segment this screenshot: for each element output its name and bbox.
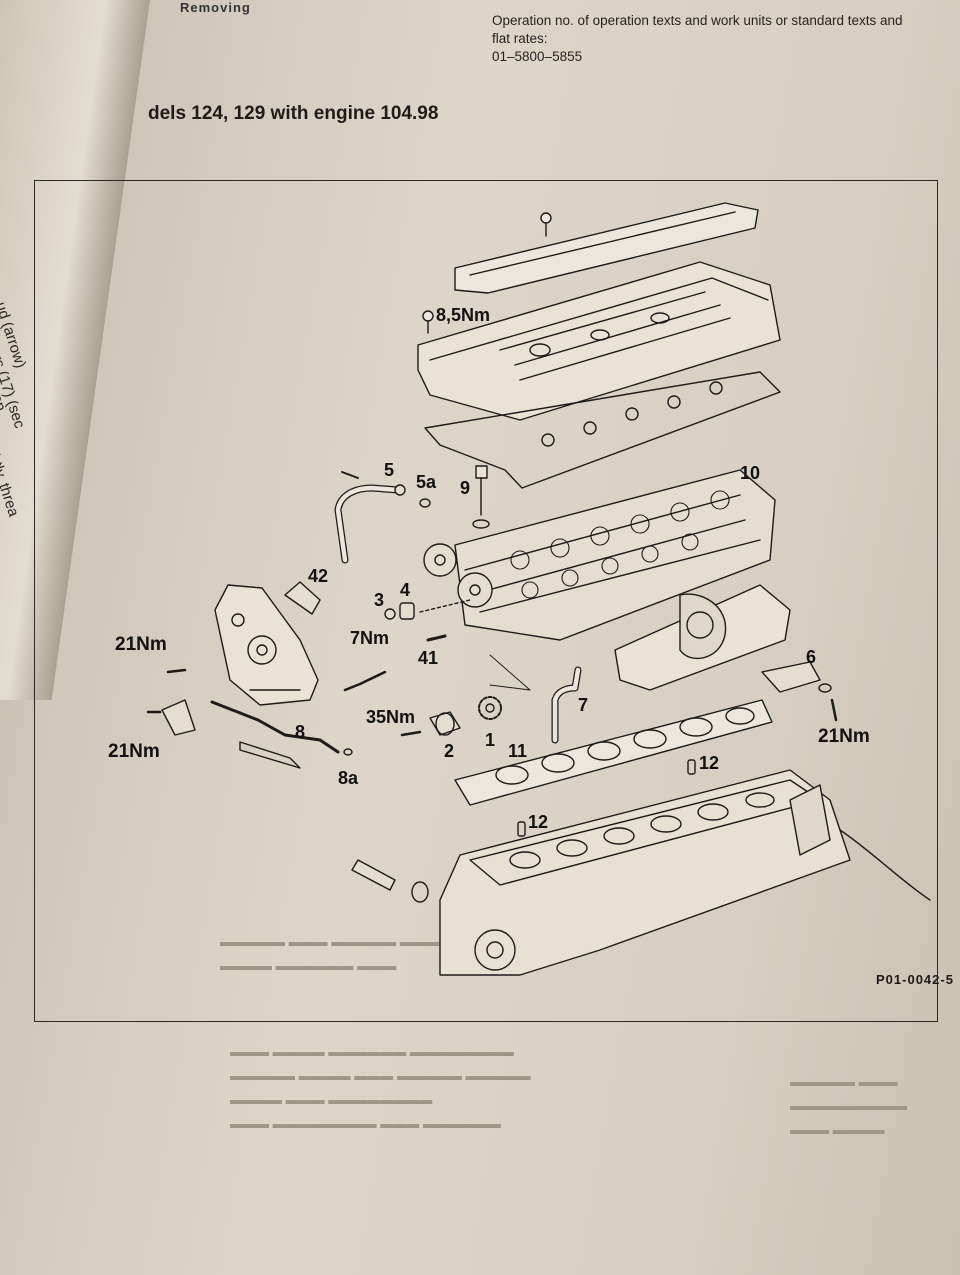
guide-rail-42-part: [284, 581, 321, 615]
bleed-through-text: ▬▬▬ ▬▬▬▬ ▬▬▬▬▬▬ ▬▬▬▬▬▬▬▬▬▬▬▬▬ ▬▬▬▬ ▬▬▬ ▬…: [230, 1044, 531, 1131]
callout-41: 41: [418, 648, 439, 668]
model-title: dels 124, 129 with engine 104.98: [148, 103, 439, 124]
callout-1: 1: [485, 730, 496, 750]
oil-plug-part: [351, 859, 429, 903]
bolt-9-part: [472, 465, 490, 529]
callout-12-upper: 12: [699, 753, 720, 773]
figure-code: P01-0042-5: [876, 972, 954, 987]
callout-5: 5: [384, 460, 395, 480]
operation-text: Operation no. of operation texts and wor…: [492, 13, 903, 46]
diagram-frame: [34, 180, 938, 1022]
bleed-through-text: ▬▬▬▬▬ ▬▬▬▬▬▬▬▬▬▬▬▬▬▬▬ ▬▬▬▬: [790, 1074, 907, 1137]
operation-info: Operation no. of operation texts and wor…: [492, 12, 922, 66]
torque-tensioner: 35Nm: [366, 707, 416, 727]
callout-6: 6: [806, 647, 817, 667]
callout-9: 9: [460, 478, 471, 498]
callout-5a: 5a: [416, 472, 437, 492]
dowel-12-part: [517, 759, 696, 837]
cover-gasket-part: [424, 371, 781, 489]
torque-cover-bolt: 8,5Nm: [436, 305, 491, 325]
callout-7: 7: [578, 695, 589, 715]
torque-timing-lower: 21Nm: [108, 741, 160, 762]
top-cover-part: [454, 202, 759, 294]
torque-rear-bracket: 21Nm: [818, 726, 870, 747]
callout-12-lower: 12: [528, 812, 549, 832]
callout-8: 8: [295, 722, 306, 742]
callout-8a: 8a: [338, 768, 359, 788]
head-gasket-part: [454, 699, 773, 806]
operation-numbers: 01–5800–5855: [492, 49, 583, 64]
hose-5-part: [334, 471, 431, 564]
callout-4: 4: [400, 580, 411, 600]
bracket-6-part: [761, 661, 838, 722]
cylinder-head-cover-part: [417, 261, 781, 421]
torque-sprocket-bolt: 7Nm: [350, 628, 390, 648]
callout-3: 3: [374, 590, 385, 610]
tensioner-2-part: [400, 711, 461, 737]
sprocket-bolt-part: [384, 599, 471, 642]
hose-7-part: [551, 666, 582, 744]
callout-11: 11: [508, 741, 528, 761]
torque-timing-upper: 21Nm: [115, 634, 167, 655]
sprocket-1-part: [478, 654, 531, 720]
rod-8-part: [210, 670, 387, 769]
callout-42: 42: [308, 566, 329, 586]
intake-manifold-part: [614, 584, 791, 691]
cover-bolt-icon: [422, 310, 434, 334]
section-heading-strip: Removing: [180, 0, 251, 15]
callout-10: 10: [740, 463, 761, 483]
bleed-through-text: ▬▬▬▬▬ ▬▬▬ ▬▬▬▬▬ ▬▬▬▬▬▬▬▬ ▬▬▬▬▬▬ ▬▬▬: [220, 934, 452, 973]
timing-cover-part: [214, 584, 319, 706]
bracket-lower-part: [146, 668, 196, 736]
engine-block-part: [439, 769, 931, 976]
cylinder-head-assembly: [423, 469, 776, 641]
callout-2: 2: [444, 741, 455, 761]
